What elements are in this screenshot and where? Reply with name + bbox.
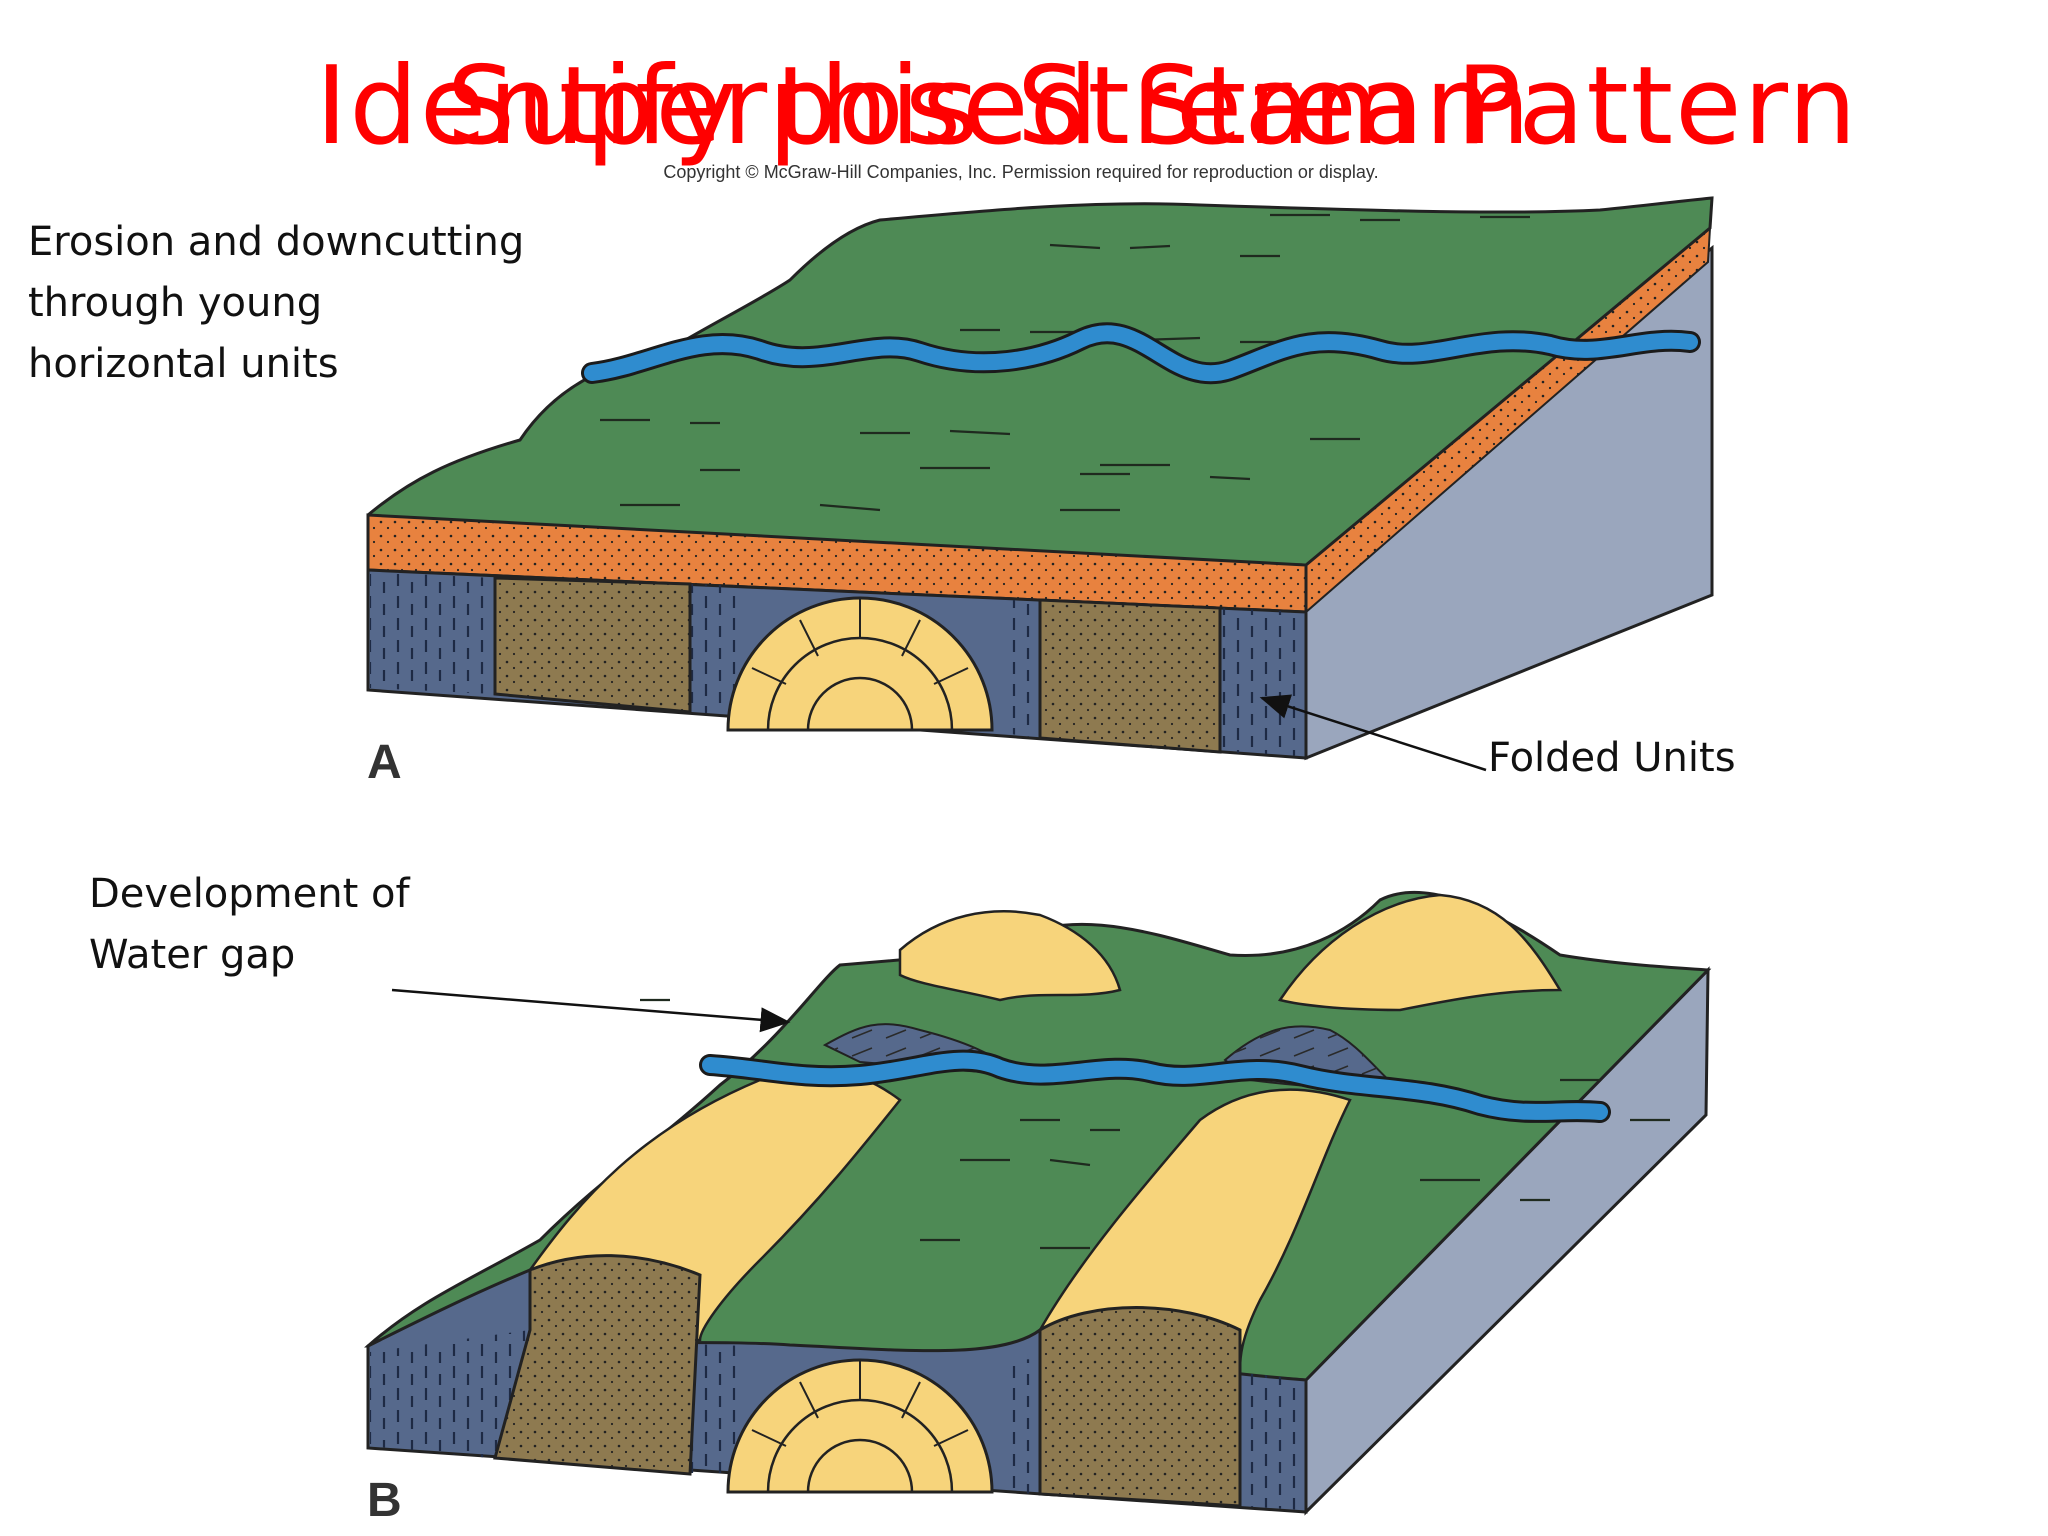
folded-units-arrow — [1259, 694, 1487, 772]
block-b-folded-units — [366, 1254, 1308, 1514]
panel-letter-a: A — [367, 736, 402, 789]
block-b: B — [364, 890, 1712, 1527]
block-b-back-ridge-right — [1277, 893, 1563, 1012]
block-b-front-ridge-right — [1038, 1088, 1352, 1372]
block-a-folded-units — [366, 568, 1308, 760]
label-water-gap: Development of Water gap — [89, 871, 410, 978]
title-identify: Identify this Stream Pattern — [315, 44, 1859, 169]
label-folded-units: Folded Units — [1488, 735, 1736, 781]
water-gap-arrow — [391, 988, 791, 1033]
block-a: A — [366, 196, 1714, 789]
label-erosion: Erosion and downcutting through young ho… — [28, 219, 525, 387]
block-b-back-ridge-left — [898, 910, 1122, 1002]
panel-letter-b: B — [367, 1474, 402, 1527]
copyright-notice: Copyright © McGraw-Hill Companies, Inc. … — [663, 162, 1379, 182]
title-superposed: Superposed Stream — [446, 44, 1532, 169]
